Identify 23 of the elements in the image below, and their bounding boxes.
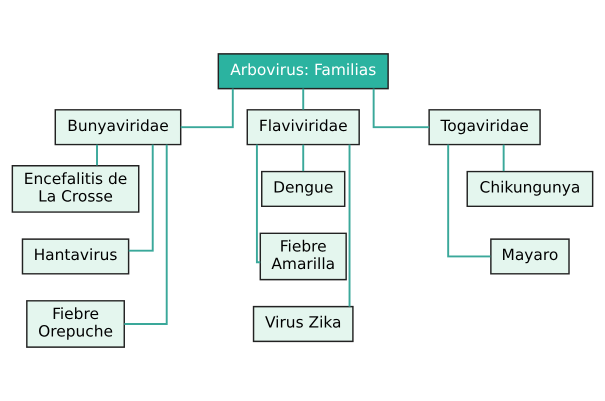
node-box: Fiebre Orepuche — [26, 300, 125, 348]
node-box: Togaviridae — [428, 109, 541, 146]
node-box: Chikungunya — [466, 170, 594, 208]
connector — [348, 144, 350, 307]
node-box: Encefalitis de La Crosse — [12, 165, 140, 213]
node-box: Arbovirus: Familias — [218, 53, 389, 90]
node-box: Mayaro — [490, 238, 570, 275]
node-box: Fiebre Amarilla — [260, 232, 347, 280]
connector — [302, 88, 304, 110]
node-box: Hantavirus — [22, 238, 130, 275]
connector — [128, 144, 154, 252]
connector — [256, 144, 260, 264]
connector — [96, 144, 98, 166]
connector — [180, 88, 234, 128]
node-box: Dengue — [261, 170, 346, 208]
connector — [372, 88, 430, 128]
connector — [502, 144, 505, 172]
node-box: Bunyaviridae — [54, 109, 182, 146]
node-box: Flaviviridae — [246, 109, 360, 146]
node-box: Virus Zika — [252, 306, 354, 342]
connector — [124, 144, 168, 325]
connector — [447, 144, 490, 258]
connector — [302, 144, 304, 172]
